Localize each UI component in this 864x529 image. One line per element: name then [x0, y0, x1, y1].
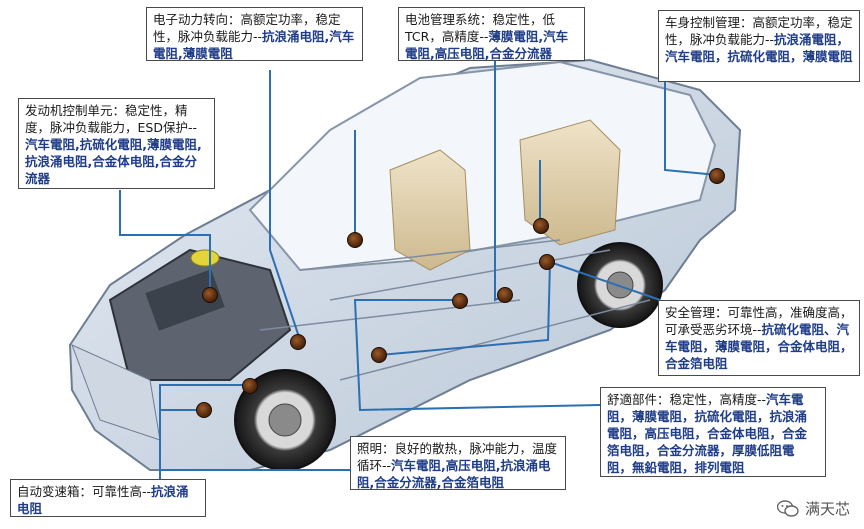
callout-body-resistors: 抗浪涌電阻，汽车電阻，抗硫化電阻，薄膜電阻 — [665, 32, 853, 64]
callout-eps-resistors: 抗浪涌电阻,汽车電阻,薄膜電阻 — [153, 29, 355, 61]
callout-safety-desc: 安全管理：可靠性高，准确度高，可承受恶劣环境-- — [665, 305, 853, 337]
callout-lighting-resistors: 汽车電阻,高压电阻,抗浪涌电阻,合金分流器,合金箔电阻 — [357, 458, 551, 490]
engine-component — [145, 269, 225, 331]
callout-lighting-desc: 照明：良好的散热，脉冲能力，温度循环-- — [357, 441, 558, 473]
connector-dot-dash — [347, 232, 363, 248]
callout-engine: 发动机控制单元：稳定性，精度，脉冲负载能力，ESD保护--汽车電阻,抗硫化電阻,… — [18, 98, 215, 189]
callout-eps-desc: 电子动力转向：高额定功率，稳定性，脉冲负载能力-- — [153, 12, 341, 44]
watermark: 满天芯 — [776, 498, 850, 519]
connector-dot-eps — [290, 334, 306, 350]
leader-safety — [379, 260, 661, 356]
connector-dot-safety — [371, 347, 387, 363]
leader-eps — [269, 70, 301, 341]
callout-body-desc: 车身控制管理：高额定功率，稳定性，脉冲负载能力-- — [665, 15, 853, 47]
callout-comfort-desc: 舒適部件：稳定性，高精度-- — [607, 392, 767, 407]
callout-comfort-resistors: 汽车電阻，薄膜電阻，抗硫化電阻，抗浪涌電阻，高压电阻，合金体电阻，合金箔电阻，合… — [607, 392, 808, 475]
callout-gearbox-desc: 自动变速箱：可靠性高-- — [17, 484, 152, 499]
connector-dot-lighting — [196, 402, 212, 418]
callout-gearbox: 自动变速箱：可靠性高--抗浪涌电阻 — [10, 479, 206, 517]
connector-dot-comfort — [452, 293, 468, 309]
rear-hub — [606, 271, 634, 299]
callout-engine-resistors: 汽车電阻,抗硫化電阻,薄膜電阻,抗浪涌电阻,合金体电阻,合金分流器 — [25, 137, 202, 186]
callout-gearbox-resistors: 抗浪涌电阻 — [17, 484, 189, 516]
leader-gearbox — [159, 384, 250, 485]
rear-seat — [519, 119, 621, 246]
frame-lines — [259, 239, 651, 381]
callout-comfort: 舒適部件：稳定性，高精度--汽车電阻，薄膜電阻，抗硫化電阻，抗浪涌電阻，高压电阻… — [600, 387, 826, 477]
connector-dot-gearbox — [242, 378, 258, 394]
callout-body: 车身控制管理：高额定功率，稳定性，脉冲负载能力--抗浪涌電阻，汽车電阻，抗硫化電… — [658, 10, 860, 82]
leader-lines — [119, 60, 718, 485]
leader-engine — [119, 190, 211, 290]
connector-dot-rear — [539, 254, 555, 270]
leader-comfort — [353, 299, 601, 412]
callout-bms-desc: 电池管理系统：稳定性，低TCR，高精度-- — [405, 12, 556, 44]
callout-safety: 安全管理：可靠性高，准确度高，可承受恶劣环境--抗硫化電阻、汽车電阻，薄膜電阻，… — [658, 300, 860, 376]
callout-bms: 电池管理系统：稳定性，低TCR，高精度--薄膜電阻,汽车電阻,高压电阻,合金分流… — [398, 7, 585, 61]
watermark-text: 满天芯 — [804, 500, 850, 518]
callout-lighting: 照明：良好的散热，脉冲能力，温度循环--汽车電阻,高压电阻,抗浪涌电阻,合金分流… — [350, 436, 566, 490]
connector-dot-engine — [202, 287, 218, 303]
connector-dot-seat — [533, 218, 549, 234]
connector-dot-body — [709, 168, 725, 184]
reservoir-cap — [190, 249, 220, 267]
front-hub — [268, 403, 302, 437]
leader-body — [664, 80, 718, 176]
wechat-icon — [776, 499, 799, 517]
connector-dot-bms — [497, 287, 513, 303]
callout-engine-desc: 发动机控制单元：稳定性，精度，脉冲负载能力，ESD保护-- — [25, 103, 197, 135]
callout-safety-resistors: 抗硫化電阻、汽车電阻，薄膜電阻，合金体电阻，合金箔电阻 — [665, 322, 853, 371]
callout-bms-resistors: 薄膜電阻,汽车電阻,高压电阻,合金分流器 — [405, 29, 569, 61]
callout-eps: 电子动力转向：高额定功率，稳定性，脉冲负载能力--抗浪涌电阻,汽车電阻,薄膜電阻 — [146, 7, 363, 61]
